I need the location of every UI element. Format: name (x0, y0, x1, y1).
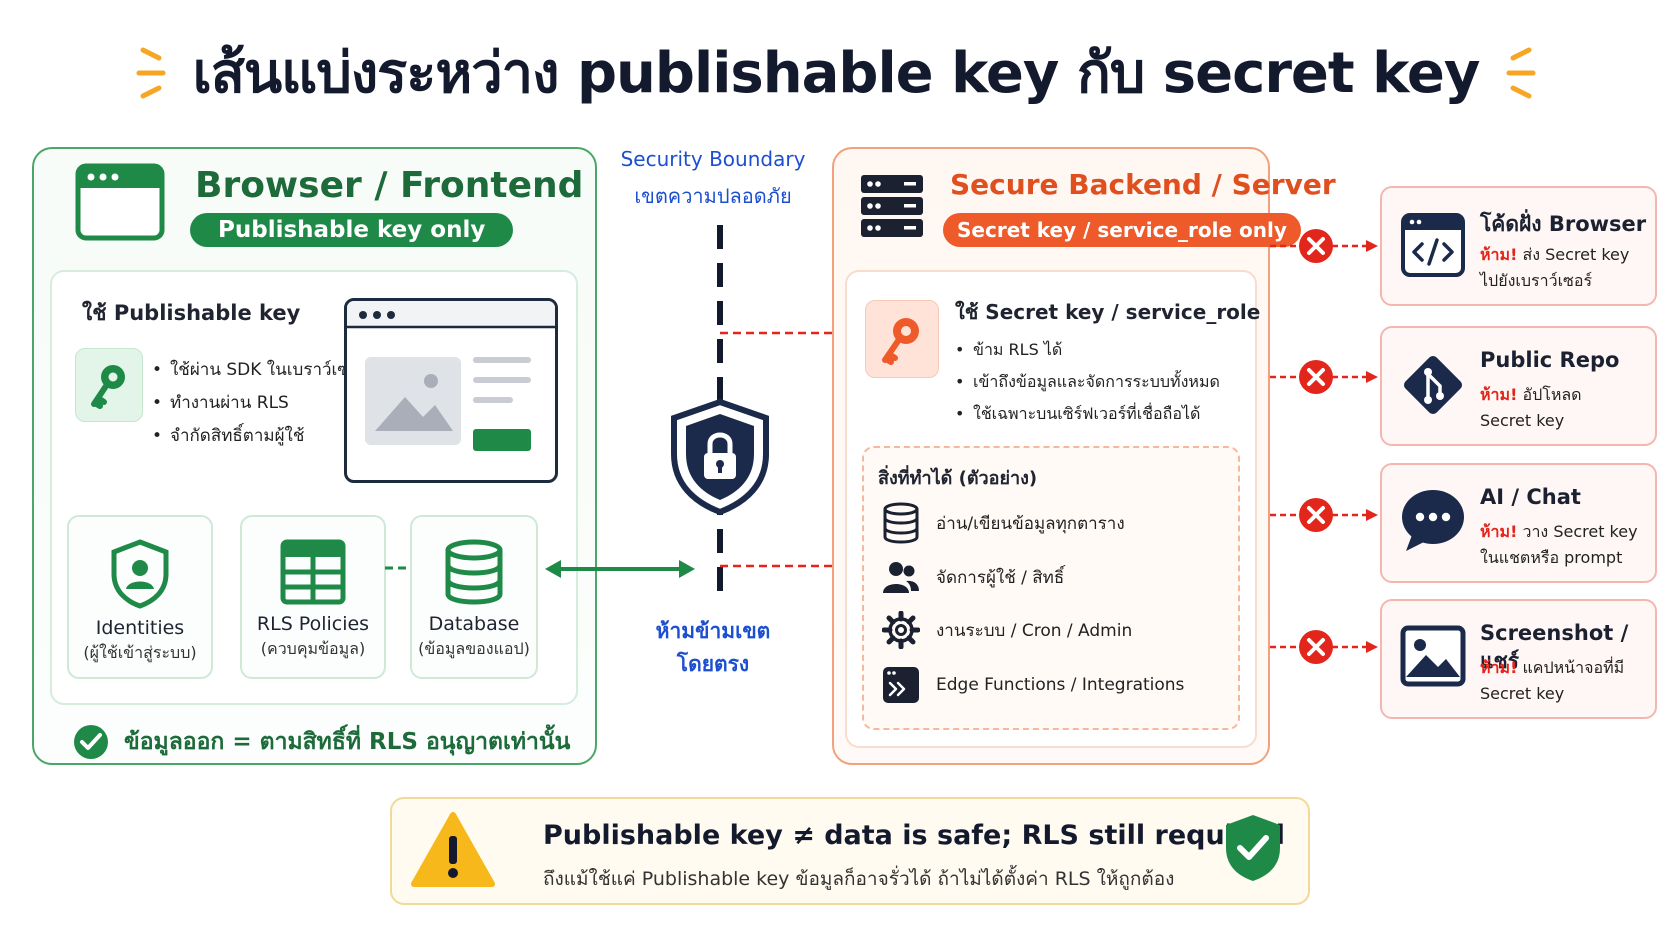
code-window-icon (1401, 213, 1465, 277)
forbidden-connector-ai (1270, 498, 1378, 532)
browser-window-icon (75, 163, 165, 241)
capabilities-box (862, 446, 1240, 730)
capability-row: อ่าน/เขียนข้อมูลทุกตาราง (882, 502, 1125, 544)
forbidden-connector-browser (1270, 229, 1378, 263)
card-sublabel: (ควบคุมข้อมูล) (260, 639, 366, 658)
backend-connector-top (720, 331, 832, 335)
users-icon (883, 562, 919, 593)
capability-label: อ่าน/เขียนข้อมูลทุกตาราง (936, 513, 1125, 534)
capability-label: งานระบบ / Cron / Admin (936, 620, 1133, 641)
database-icon (445, 539, 503, 605)
card-sublabel: (ข้อมูลของแอป) (418, 639, 530, 658)
database-card: Database (ข้อมูลของแอป) (410, 515, 538, 679)
no-cross-label-2: โดยตรง (676, 652, 750, 676)
secret-key-tile (865, 300, 939, 378)
list-item: จำกัดสิทธิ์ตามผู้ใช้ (152, 420, 368, 453)
publishable-only-badge: Publishable key only (190, 213, 514, 247)
gear-icon (882, 611, 920, 649)
list-item: ข้าม RLS ได้ (955, 334, 1220, 366)
capability-row: Edge Functions / Integrations (882, 666, 1184, 704)
shield-check-icon (1226, 815, 1280, 881)
backend-bullets: ข้าม RLS ได้ เข้าถึงข้อมูลและจัดการระบบท… (955, 334, 1220, 430)
capability-row: จัดการผู้ใช้ / สิทธิ์ (882, 559, 1064, 595)
server-rack-icon (861, 175, 923, 237)
backend-connector-bottom (720, 564, 832, 568)
forbidden-card-repo: Public Repo ห้าม! อัปโหลด Secret key (1380, 326, 1657, 446)
page-title: เส้นแบ่งระหว่าง publishable key กับ secr… (192, 41, 1481, 106)
check-circle-icon (74, 725, 108, 759)
list-item: ใช้ผ่าน SDK ในเบราว์เซอร์ (152, 354, 368, 387)
git-icon (1403, 355, 1463, 415)
forbidden-title: โค้ดฝั่ง Browser (1480, 212, 1647, 236)
frontend-subtitle: ใช้ Publishable key (82, 301, 301, 325)
forbidden-line-1: ห้าม! วาง Secret key (1480, 522, 1638, 541)
capability-label: Edge Functions / Integrations (936, 675, 1185, 695)
boundary-label-en: Security Boundary (620, 147, 806, 171)
shield-lock-icon (671, 398, 769, 516)
database-icon (883, 502, 919, 544)
forbidden-connector-screenshot (1270, 630, 1378, 664)
frontend-footer-text: ข้อมูลออก = ตามสิทธิ์ที่ RLS อนุญาตเท่าน… (124, 729, 571, 755)
frontend-bullets: ใช้ผ่าน SDK ในเบราว์เซอร์ ทำงานผ่าน RLS … (152, 354, 368, 453)
forbidden-title: AI / Chat (1480, 485, 1581, 509)
capabilities-title: สิ่งที่ทำได้ (ตัวอย่าง) (878, 468, 1038, 489)
image-icon (1400, 625, 1466, 687)
forbidden-line-2: Secret key (1480, 411, 1565, 430)
backend-title: Secure Backend / Server (950, 168, 1336, 201)
shield-user-icon (111, 539, 169, 609)
forbidden-connector-repo (1270, 360, 1378, 394)
card-label: Identities (95, 617, 185, 639)
list-item: เข้าถึงข้อมูลและจัดการระบบทั้งหมด (955, 366, 1220, 398)
sparkle-right-icon (1506, 47, 1536, 98)
browser-mockup (344, 298, 558, 483)
card-connector (385, 566, 411, 570)
forbidden-title: Screenshot / แชร์ (1480, 621, 1629, 673)
key-icon (882, 318, 919, 365)
card-sublabel: (ผู้ใช้เข้าสู่ระบบ) (83, 643, 197, 662)
terminal-icon (883, 667, 919, 703)
frontend-title: Browser / Frontend (195, 165, 584, 206)
warning-banner-text: ถึงแม้ใช้แค่ Publishable key ข้อมูลก็อาจ… (543, 868, 1175, 890)
card-label: RLS Policies (256, 613, 370, 635)
warning-triangle-icon (411, 812, 495, 887)
card-label: Database (428, 613, 520, 635)
no-cross-double-arrow (545, 560, 695, 578)
boundary-label-th: เขตความปลอดภัย (634, 184, 792, 208)
warning-banner (390, 797, 1310, 905)
forbidden-line-1: ห้าม! อัปโหลด (1480, 385, 1582, 404)
capability-row: งานระบบ / Cron / Admin (882, 611, 1132, 649)
forbidden-title: Public Repo (1480, 348, 1620, 372)
forbidden-warning: ห้าม! (1480, 245, 1518, 264)
page-title-row: เส้นแบ่งระหว่าง publishable key กับ secr… (0, 28, 1672, 117)
forbidden-warning: ห้าม! (1480, 522, 1518, 541)
forbidden-card-screenshot: Screenshot / แชร์ ห้าม! แคปหน้าจอที่มี S… (1380, 599, 1657, 719)
forbidden-line-2: ในแชตหรือ prompt (1480, 548, 1623, 567)
backend-subtitle: ใช้ Secret key / service_role (955, 300, 1261, 324)
forbidden-warning: ห้าม! (1480, 658, 1518, 677)
forbidden-line-2: ไปยังเบราว์เซอร์ (1480, 271, 1593, 290)
secret-only-badge: Secret key / service_role only (943, 213, 1301, 247)
forbidden-line-1: ห้าม! แคปหน้าจอที่มี (1480, 658, 1625, 677)
forbidden-warning: ห้าม! (1480, 385, 1518, 404)
list-item: ทำงานผ่าน RLS (152, 387, 368, 420)
sparkle-left-icon (136, 47, 166, 98)
forbidden-line-1: ห้าม! ส่ง Secret key (1480, 245, 1630, 264)
key-icon (91, 365, 125, 409)
frontend-footer: ข้อมูลออก = ตามสิทธิ์ที่ RLS อนุญาตเท่าน… (72, 723, 570, 761)
list-item: ใช้เฉพาะบนเซิร์ฟเวอร์ที่เชื่อถือได้ (955, 398, 1220, 430)
identities-card: Identities (ผู้ใช้เข้าสู่ระบบ) (67, 515, 213, 679)
boundary-dashed-line (717, 225, 723, 595)
forbidden-card-ai: AI / Chat ห้าม! วาง Secret key ในแชตหรือ… (1380, 463, 1657, 583)
forbidden-line-2: Secret key (1480, 684, 1565, 703)
publishable-key-tile (75, 348, 143, 422)
table-icon (280, 539, 346, 605)
forbidden-card-browser: โค้ดฝั่ง Browser ห้าม! ส่ง Secret key ไป… (1380, 186, 1657, 306)
capability-label: จัดการผู้ใช้ / สิทธิ์ (936, 567, 1065, 588)
no-cross-label: ห้ามข้ามเขต (655, 619, 771, 643)
rls-policies-card: RLS Policies (ควบคุมข้อมูล) (240, 515, 386, 679)
browser-mockup-graphic (347, 301, 555, 451)
warning-banner-title: Publishable key ≠ data is safe; RLS stil… (543, 820, 1285, 851)
chat-icon (1402, 490, 1464, 551)
